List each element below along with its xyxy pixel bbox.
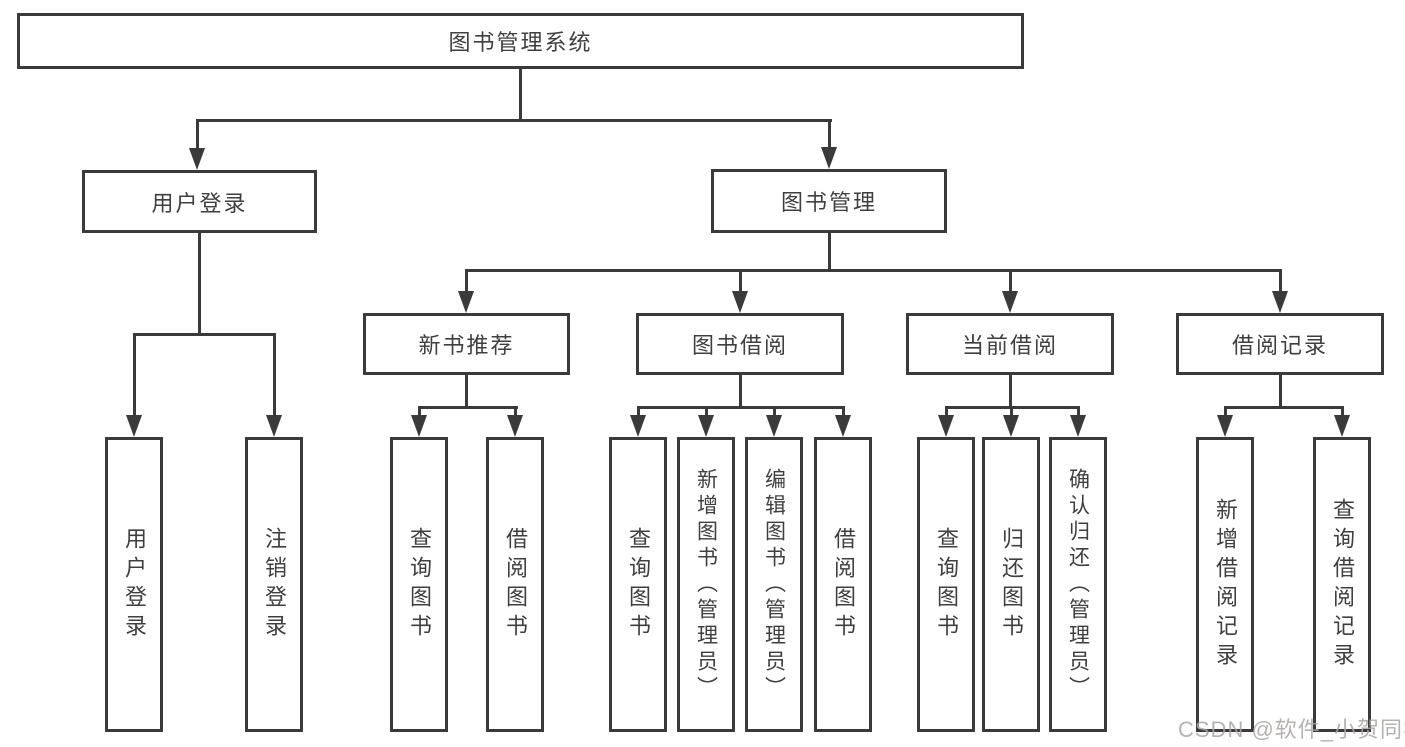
- leaf-borrow-books-2: 借阅图书: [814, 437, 872, 732]
- connector-to-book-borrow: [739, 269, 742, 293]
- leaf-query-borrow-record: 查询借阅记录: [1313, 437, 1371, 732]
- connector-book-borrow-stem: [739, 375, 742, 409]
- connector-leaf: [514, 406, 517, 417]
- connector-to-leaf-login: [133, 333, 136, 417]
- connector-user-login-stem: [198, 233, 201, 336]
- connector-root-bus: [196, 119, 832, 122]
- connector-to-book-management: [828, 119, 831, 148]
- arrowhead-leaf: [1003, 415, 1019, 437]
- leaf-user-login: 用户登录: [105, 437, 163, 732]
- arrowhead-book-borrow: [732, 291, 748, 313]
- arrowhead-user-login: [189, 148, 205, 170]
- connector-leaf: [945, 406, 948, 417]
- leaf-return-books: 归还图书: [982, 437, 1040, 732]
- node-library-management-system: 图书管理系统: [17, 13, 1024, 69]
- connector-leaf: [773, 406, 776, 417]
- arrowhead-leaf: [630, 415, 646, 437]
- connector-leaf: [637, 406, 640, 417]
- leaf-add-borrow-record: 新增借阅记录: [1196, 437, 1254, 732]
- leaf-add-books-admin: 新增图书（管理员）: [677, 437, 735, 732]
- connector-leaf: [418, 406, 421, 417]
- connector-book-mgmt-bus: [465, 269, 1282, 272]
- arrowhead-book-management: [821, 147, 837, 169]
- connector-to-current-borrow: [1009, 269, 1012, 293]
- connector-leaf: [1010, 406, 1013, 417]
- arrowhead-borrow-records: [1272, 291, 1288, 313]
- arrowhead-leaf: [835, 415, 851, 437]
- node-book-management: 图书管理: [711, 169, 947, 233]
- leaf-logout: 注销登录: [245, 437, 303, 732]
- connector-leaf: [1224, 406, 1227, 417]
- connector-to-leaf-logout: [273, 333, 276, 417]
- connector-new-books-stem: [465, 375, 468, 409]
- connector-new-books-bus: [418, 406, 518, 409]
- node-current-borrowing: 当前借阅: [906, 313, 1114, 375]
- leaf-borrow-books: 借阅图书: [486, 437, 544, 732]
- node-new-book-recommend: 新书推荐: [363, 313, 570, 375]
- arrowhead-current-borrow: [1002, 291, 1018, 313]
- connector-to-borrow-records: [1279, 269, 1282, 293]
- connector-leaf: [1077, 406, 1080, 417]
- arrowhead-leaf: [1070, 415, 1086, 437]
- leaf-edit-books-admin: 编辑图书（管理员）: [745, 437, 803, 732]
- arrowhead-leaf: [766, 415, 782, 437]
- arrowhead-leaf-logout: [266, 415, 282, 437]
- connector-to-user-login: [196, 119, 199, 149]
- arrowhead-leaf: [938, 415, 954, 437]
- arrowhead-leaf: [411, 415, 427, 437]
- arrowhead-leaf: [1334, 415, 1350, 437]
- connector-current-borrow-stem: [1009, 375, 1012, 409]
- connector-to-new-books: [465, 269, 468, 293]
- node-user-login: 用户登录: [82, 170, 317, 233]
- connector-root-stem: [519, 69, 522, 121]
- leaf-confirm-return-admin: 确认归还（管理员）: [1049, 437, 1107, 732]
- connector-book-mgmt-stem: [828, 233, 831, 272]
- arrowhead-leaf-login: [126, 415, 142, 437]
- node-book-borrowing: 图书借阅: [636, 313, 844, 375]
- leaf-query-books-2: 查询图书: [609, 437, 667, 732]
- connector-borrow-records-stem: [1279, 375, 1282, 409]
- connector-leaf: [1341, 406, 1344, 417]
- connector-leaf: [842, 406, 845, 417]
- arrowhead-new-books: [458, 291, 474, 313]
- arrowhead-leaf: [507, 415, 523, 437]
- leaf-query-books: 查询图书: [390, 437, 448, 732]
- connector-user-login-bus: [133, 333, 276, 336]
- arrowhead-leaf: [1217, 415, 1233, 437]
- connector-book-borrow-bus: [637, 406, 845, 409]
- node-borrowing-records: 借阅记录: [1176, 313, 1384, 375]
- connector-borrow-records-bus: [1224, 406, 1344, 409]
- arrowhead-leaf: [698, 415, 714, 437]
- csdn-watermark: CSDN @软件_小贺同学: [1178, 717, 1405, 742]
- connector-leaf: [705, 406, 708, 417]
- leaf-query-books-3: 查询图书: [917, 437, 975, 732]
